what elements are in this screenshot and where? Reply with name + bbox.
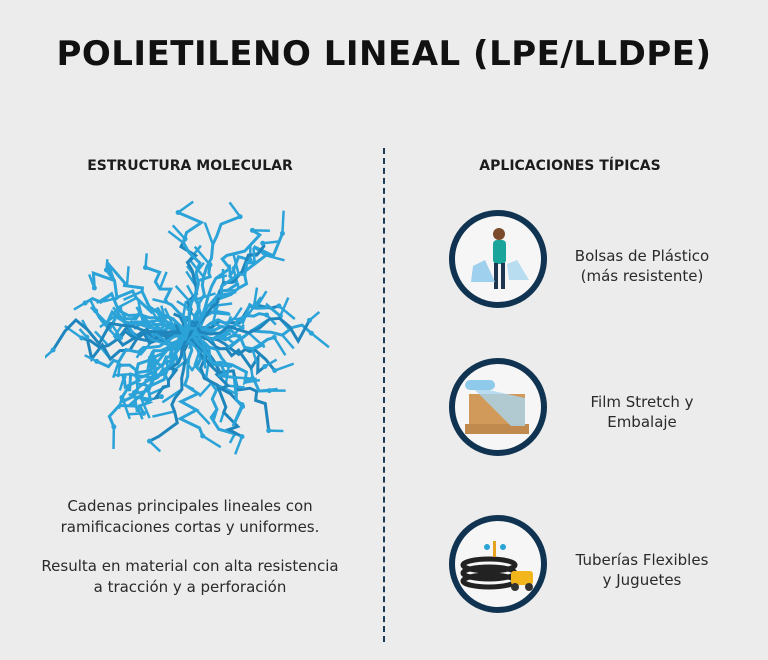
page-title: POLIETILENO LINEAL (LPE/LLDPE) <box>56 34 712 74</box>
tubing-toy-icon <box>449 515 547 613</box>
label-line: y Juguetes <box>602 571 682 589</box>
label-line: Tuberías Flexibles <box>575 551 709 569</box>
application-label-bags: Bolsas de Plástico (más resistente) <box>552 246 732 286</box>
label-line: Film Stretch y <box>590 393 694 411</box>
shopping-bags-icon <box>449 210 547 308</box>
molecular-structure-heading: ESTRUCTURA MOLECULAR <box>87 158 293 174</box>
property-description: Resulta en material con alta resistencia… <box>41 557 339 596</box>
application-label-tubing: Tuberías Flexibles y Juguetes <box>552 550 732 590</box>
molecule-illustration <box>45 200 330 455</box>
label-line: (más resistente) <box>580 267 704 285</box>
application-label-film: Film Stretch y Embalaje <box>552 392 732 432</box>
stretch-film-pallet-icon <box>449 358 547 456</box>
structure-description: Cadenas principales lineales con ramific… <box>60 497 320 536</box>
label-line: Bolsas de Plástico <box>574 247 710 265</box>
label-line: Embalaje <box>607 413 677 431</box>
applications-heading: APLICACIONES TÍPICAS <box>479 158 661 174</box>
dashed-divider <box>383 148 385 642</box>
